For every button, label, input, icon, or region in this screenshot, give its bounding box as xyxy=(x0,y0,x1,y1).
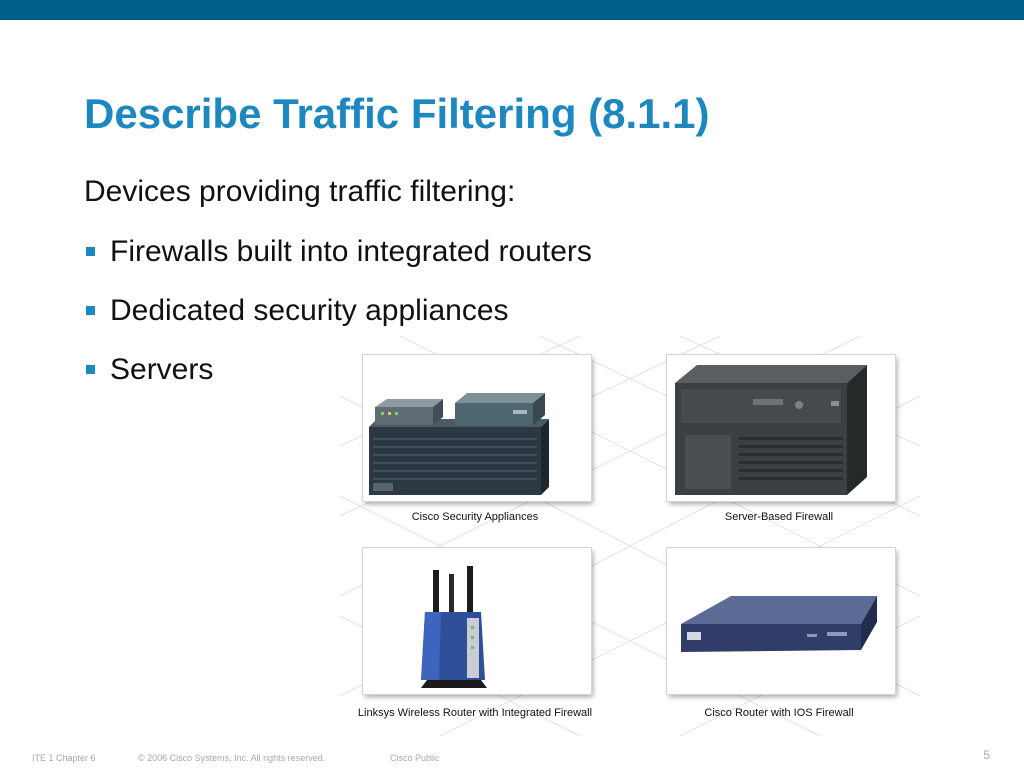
page-number: 5 xyxy=(983,748,990,762)
bullet-item: Firewalls built into integrated routers xyxy=(84,232,592,291)
wireless-router-image xyxy=(363,548,591,694)
security-appliances-image xyxy=(363,355,591,501)
top-accent-bar xyxy=(0,0,1024,20)
square-bullet-icon xyxy=(86,247,95,256)
footer-copyright: © 2006 Cisco Systems, Inc. All rights re… xyxy=(138,753,326,763)
linksys-wireless-router-photo xyxy=(363,548,591,694)
caption-server-based-firewall: Server-Based Firewall xyxy=(724,511,834,523)
bullet-item: Dedicated security appliances xyxy=(84,291,592,350)
cisco-security-appliances-photo xyxy=(363,355,591,501)
caption-linksys-router: Linksys Wireless Router with Integrated … xyxy=(357,707,593,719)
square-bullet-icon xyxy=(86,365,95,374)
server-based-firewall-photo xyxy=(667,355,895,501)
caption-cisco-router: Cisco Router with IOS Firewall xyxy=(704,707,854,719)
bullet-text: Servers xyxy=(110,353,214,386)
intro-text: Devices providing traffic filtering: xyxy=(84,175,516,208)
bullet-text: Firewalls built into integrated routers xyxy=(110,235,592,268)
bullet-list: Firewalls built into integrated routers … xyxy=(84,232,592,409)
slide-title: Describe Traffic Filtering (8.1.1) xyxy=(84,90,710,137)
bullet-text: Dedicated security appliances xyxy=(110,294,509,327)
caption-security-appliances: Cisco Security Appliances xyxy=(411,511,539,523)
square-bullet-icon xyxy=(86,306,95,315)
cisco-router-ios-firewall-photo xyxy=(667,548,895,694)
server-firewall-image xyxy=(667,355,895,501)
cisco-router-image xyxy=(667,548,895,694)
footer-course: ITE 1 Chapter 6 xyxy=(32,753,96,763)
bullet-item: Servers xyxy=(84,350,592,409)
footer-classification: Cisco Public xyxy=(390,753,440,763)
